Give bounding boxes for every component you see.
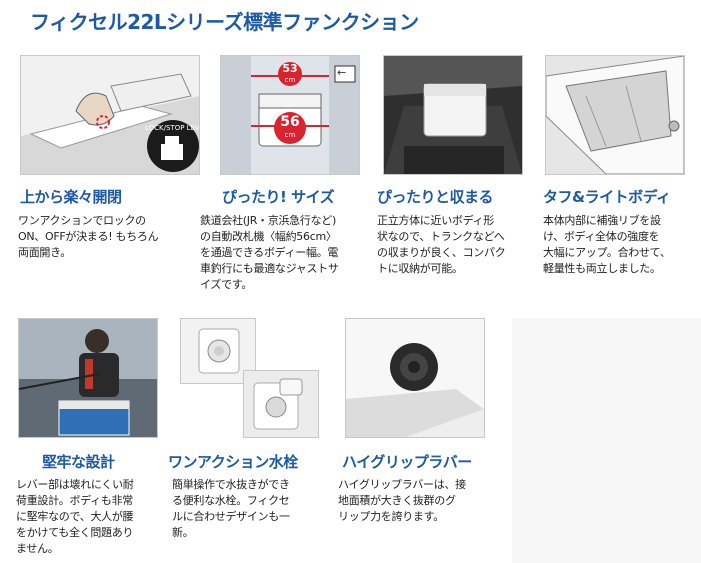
- desc-line: ワンアクションでロックの: [18, 214, 146, 227]
- dim-bottom-value: 56: [280, 114, 300, 130]
- desc-line: を通過できるボディー幅。電: [200, 246, 339, 259]
- feature-desc-size: 鉄道会社(JR・京浜急行など) の自動改札機〈幅約56cm〉 を通過できるボディ…: [200, 213, 339, 293]
- dim-top-unit: cm: [284, 76, 296, 84]
- desc-line: 地面積が大きく抜群のグ: [338, 494, 456, 507]
- dim-bottom-unit: cm: [284, 131, 296, 139]
- lever-illustration: LOCK/STOP LEVER: [21, 73, 199, 174]
- desc-line: の収まりが良く、コンパク: [377, 246, 506, 259]
- feature-heading-sturdy: 堅牢な設計: [42, 453, 115, 471]
- feature-heading-size: ぴったり! サイズ: [222, 188, 335, 206]
- desc-line: 簡単操作で水抜きができ: [172, 478, 290, 491]
- dim-top-value: 53: [282, 62, 298, 75]
- body-photo: [545, 55, 685, 175]
- desc-line: 荷重設計。ボディも非常: [16, 494, 133, 507]
- lever-photo: LOCK/STOP LEVER: [20, 55, 200, 175]
- desc-line: け、ボディ全体の強度を: [543, 230, 660, 243]
- desc-line: トに収納が可能。: [377, 262, 463, 275]
- body-illustration: [546, 56, 684, 174]
- angler-illustration: [19, 319, 157, 437]
- size-photo: ← 53 cm 56 cm: [220, 55, 360, 175]
- desc-line: 正立方体に近いボディ形: [377, 214, 494, 227]
- drain-plug-icon: [198, 328, 240, 374]
- lever-label: LOCK/STOP LEVER: [145, 124, 199, 132]
- drain-open-icon: [253, 378, 303, 430]
- feature-desc-fit: 正立方体に近いボディ形 状なので、トランクなどへ の収まりが良く、コンパク トに…: [377, 213, 506, 277]
- desc-line: ません。: [16, 542, 59, 555]
- feature-desc-grip: ハイグリップラバーは、接 地面積が大きく抜群のグ リップ力を誇ります。: [338, 477, 466, 525]
- desc-line: ルに合わせデザインも一: [172, 510, 290, 523]
- feature-heading-fit: ぴったりと収まる: [377, 188, 494, 206]
- desc-line: 本体内部に補強リブを設: [543, 214, 661, 227]
- feature-desc-open: ワンアクションでロックの ON、OFFが決まる! もちろん 両面開き。: [18, 213, 159, 261]
- trunk-photo: [383, 55, 523, 175]
- feature-heading-grip: ハイグリップラバー: [342, 453, 472, 471]
- desc-line: 状なので、トランクなどへ: [377, 230, 505, 243]
- desc-line: ハイグリップラバーは、接: [338, 478, 466, 491]
- desc-line: る便利な水栓。フィクセ: [172, 494, 290, 507]
- desc-line: の自動改札機〈幅約56cm〉: [200, 230, 337, 243]
- angler-photo: [18, 318, 158, 438]
- desc-line: レバー部は壊れにくい耐: [16, 478, 134, 491]
- gate-illustration: [221, 56, 359, 174]
- drain-photo-bottom: [243, 370, 319, 438]
- desc-line: 軽量性も両立しました。: [543, 262, 661, 275]
- feature-heading-drain: ワンアクション水栓: [168, 453, 298, 471]
- desc-line: 車釣行にも最適なジャストサ: [200, 262, 339, 275]
- trunk-illustration: [384, 56, 522, 174]
- desc-line: 新。: [172, 526, 194, 539]
- desc-line: ON、OFFが決まる! もちろん: [18, 230, 159, 243]
- desc-line: イズです。: [200, 278, 253, 291]
- rubber-foot-illustration: [346, 319, 484, 437]
- desc-line: 鉄道会社(JR・京浜急行など): [200, 214, 336, 227]
- feature-heading-open: 上から楽々開閉: [20, 188, 122, 206]
- desc-line: 大幅にアップ。合わせて、: [543, 246, 671, 259]
- page-title: フィクセル22Lシリーズ標準ファンクション: [30, 10, 419, 34]
- feature-desc-tough: 本体内部に補強リブを設 け、ボディ全体の強度を 大幅にアップ。合わせて、 軽量性…: [543, 213, 671, 277]
- feature-desc-sturdy: レバー部は壊れにくい耐 荷重設計。ボディも非常 に堅牢なので、大人が腰 をかけて…: [16, 477, 134, 557]
- desc-line: に堅牢なので、大人が腰: [16, 510, 134, 523]
- feature-heading-tough: タフ&ライトボディ: [543, 188, 671, 206]
- rubber-photo: [345, 318, 485, 438]
- desc-line: リップ力を誇ります。: [338, 510, 444, 523]
- empty-panel: [512, 318, 701, 563]
- desc-line: 両面開き。: [18, 246, 71, 259]
- desc-line: をかけても全く問題あり: [16, 526, 134, 539]
- feature-desc-drain: 簡単操作で水抜きができ る便利な水栓。フィクセ ルに合わせデザインも一 新。: [172, 477, 290, 541]
- arrow-sign: ←: [337, 66, 347, 79]
